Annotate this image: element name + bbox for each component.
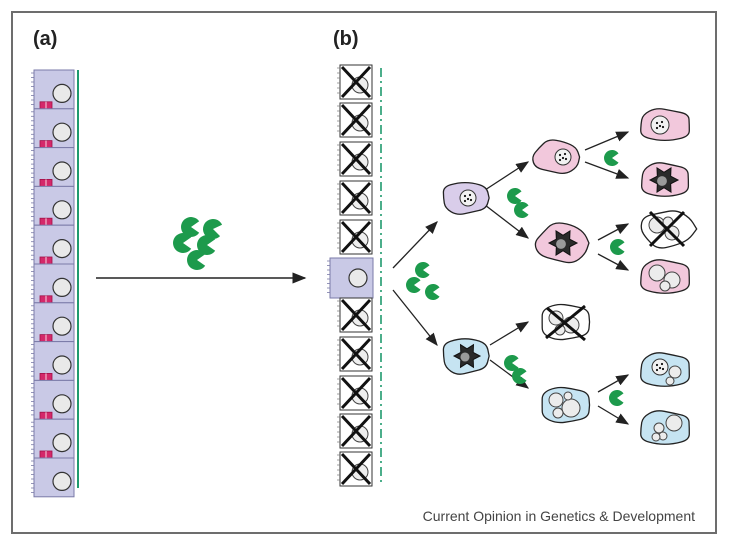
pacman-icon xyxy=(609,390,624,407)
panel-a-label: (a) xyxy=(33,28,58,50)
pacman-icon xyxy=(406,277,421,293)
arrow-icon xyxy=(484,161,530,191)
vesicle xyxy=(659,280,671,292)
journal-caption: Current Opinion in Genetics & Developmen… xyxy=(422,508,695,524)
vesicle xyxy=(665,376,675,386)
pacman-icon xyxy=(173,233,192,253)
nucleus-icon xyxy=(52,122,72,142)
pacman-icon xyxy=(196,235,216,255)
vesicle xyxy=(651,432,661,442)
epithelium-column-a xyxy=(31,69,79,498)
vesicle xyxy=(548,392,564,408)
nucleus-icon xyxy=(52,316,72,336)
nucleus-icon xyxy=(52,471,72,491)
pacman-icon xyxy=(181,217,200,238)
arrow-icon xyxy=(597,405,630,425)
nucleus-icon xyxy=(348,268,368,288)
vesicle xyxy=(563,391,573,401)
arrow-icon xyxy=(597,374,630,393)
nucleus-icon xyxy=(52,83,72,104)
nucleus-icon xyxy=(52,394,72,414)
nucleus-icon xyxy=(52,200,72,220)
arrow-icon xyxy=(597,223,630,241)
nucleus-icon xyxy=(52,433,72,453)
vesicle xyxy=(648,264,666,282)
arrow-icon xyxy=(489,321,530,346)
cell-lineage xyxy=(442,108,698,445)
nucleus-icon xyxy=(52,161,72,181)
panel-b-label: (b) xyxy=(333,28,359,50)
nucleus-icon xyxy=(52,239,72,259)
vesicle xyxy=(561,398,581,418)
pacman-icon xyxy=(507,188,522,204)
arrow-icon xyxy=(484,204,530,239)
nucleus-icon xyxy=(52,277,72,297)
vesicle xyxy=(552,407,564,419)
vesicle xyxy=(665,414,683,432)
pacman-groups xyxy=(173,150,625,407)
pacman-icon xyxy=(512,368,527,385)
pacman-icon xyxy=(604,150,619,166)
arrow-icon xyxy=(597,253,630,271)
epithelium-column-b xyxy=(327,64,382,487)
pacman-icon xyxy=(610,239,625,255)
vesicle xyxy=(653,422,665,434)
pacman-icon xyxy=(514,202,529,218)
pacman-icon xyxy=(504,355,519,372)
cross-icon xyxy=(546,306,586,342)
pacman-icon xyxy=(425,284,440,300)
arrow-icon xyxy=(392,221,438,269)
arrow-icon xyxy=(584,161,630,179)
pacman-icon xyxy=(415,262,430,278)
arrow-icon xyxy=(392,289,438,347)
figure-border xyxy=(11,11,717,534)
nucleus-icon xyxy=(52,355,72,375)
pacman-icon xyxy=(203,219,223,239)
arrow-icon xyxy=(584,131,630,151)
vesicle xyxy=(668,365,682,379)
pacman-icon xyxy=(187,250,206,270)
